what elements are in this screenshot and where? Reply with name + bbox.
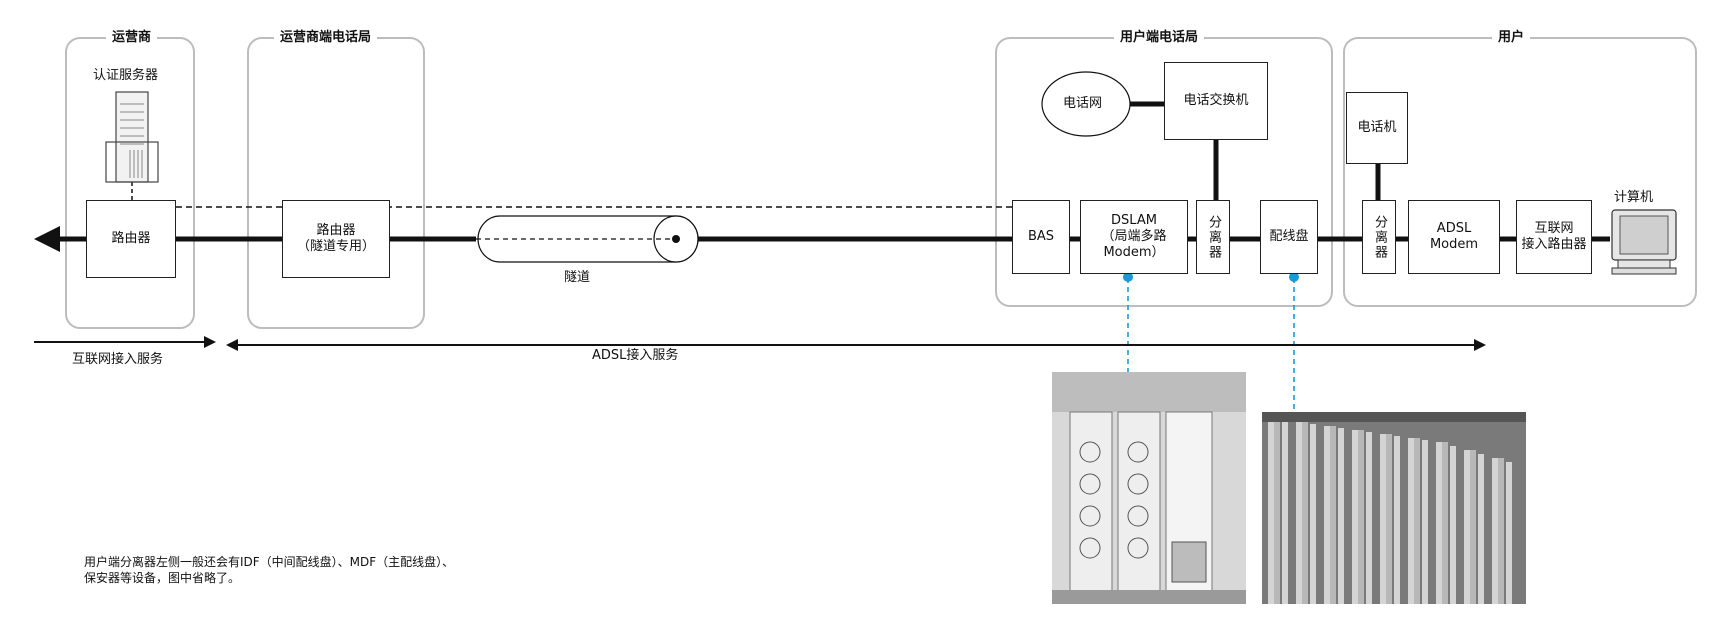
phone-switch-box: 电话交换机 (1164, 62, 1268, 140)
phone-switch-label: 电话交换机 (1183, 93, 1249, 108)
splitter-office-label: 分离器 (1206, 214, 1221, 260)
adsl-service-arrowhead-left (226, 339, 238, 351)
telephone-label: 电话机 (1357, 120, 1397, 135)
splitter-user-label: 分离器 (1372, 214, 1387, 260)
internet-service-label: 互联网接入服务 (72, 352, 164, 367)
bas-box: BAS (1012, 200, 1070, 274)
group-title-carrier-office: 运营商端电话局 (274, 30, 378, 46)
note-line-1: 用户端分离器左侧一般还会有IDF（中间配线盘）、MDF（主配线盘）、 (84, 555, 455, 569)
dslam-photo (1052, 372, 1246, 604)
tunnel-router-label-1: 路由器 (316, 223, 356, 238)
group-title-carrier: 运营商 (106, 30, 158, 46)
phone-network-label: 电话网 (1063, 96, 1103, 111)
adsl-service-label: ADSL接入服务 (592, 348, 679, 363)
tunnel-router-label-2: （隧道专用） (296, 239, 375, 254)
splitter-office-box: 分离器 (1196, 200, 1230, 274)
adsl-modem-label-1: ADSL (1436, 221, 1472, 236)
splitter-user-box: 分离器 (1362, 200, 1396, 274)
bas-label: BAS (1027, 229, 1055, 244)
internet-router-box: 互联网 接入路由器 (1516, 200, 1592, 274)
auth-server-label: 认证服务器 (93, 68, 159, 83)
group-carrier-office-frame (247, 37, 425, 329)
dslam-label-1: DSLAM (1111, 213, 1157, 228)
internet-service-arrowhead (204, 336, 216, 348)
group-title-user-office: 用户端电话局 (1114, 30, 1205, 46)
tunnel-router-box: 路由器 （隧道专用） (282, 200, 390, 278)
telephone-node: 电话机 (1346, 92, 1408, 164)
mdf-photo (1262, 412, 1526, 604)
main-arrowhead (34, 226, 60, 252)
dslam-photo-dot (1123, 272, 1133, 282)
phone-network-node (1041, 71, 1131, 137)
mdf-label: 配线盘 (1269, 229, 1309, 244)
adsl-modem-box: ADSL Modem (1408, 200, 1500, 274)
adsl-service-arrowhead-right (1474, 339, 1486, 351)
adsl-modem-label-2: Modem (1429, 237, 1479, 252)
dslam-label-3: Modem） (1103, 245, 1165, 260)
computer-label: 计算机 (1614, 190, 1654, 205)
mdf-box: 配线盘 (1260, 200, 1318, 274)
dslam-box: DSLAM （局端多路 Modem） (1080, 200, 1188, 274)
group-title-user: 用户 (1492, 30, 1531, 46)
dslam-label-2: （局端多路 (1101, 229, 1167, 244)
note-line-2: 保安器等设备，图中省略了。 (84, 571, 241, 585)
mdf-photo-dot (1289, 272, 1299, 282)
server-icon (105, 91, 159, 183)
tunnel-cylinder (476, 215, 699, 263)
internet-router-label-2: 接入路由器 (1521, 237, 1587, 252)
router-label: 路由器 (111, 231, 151, 246)
internet-router-label-1: 互联网 (1534, 221, 1574, 236)
tunnel-label: 隧道 (564, 270, 591, 285)
router-box: 路由器 (86, 200, 176, 278)
computer-icon (1611, 209, 1677, 275)
